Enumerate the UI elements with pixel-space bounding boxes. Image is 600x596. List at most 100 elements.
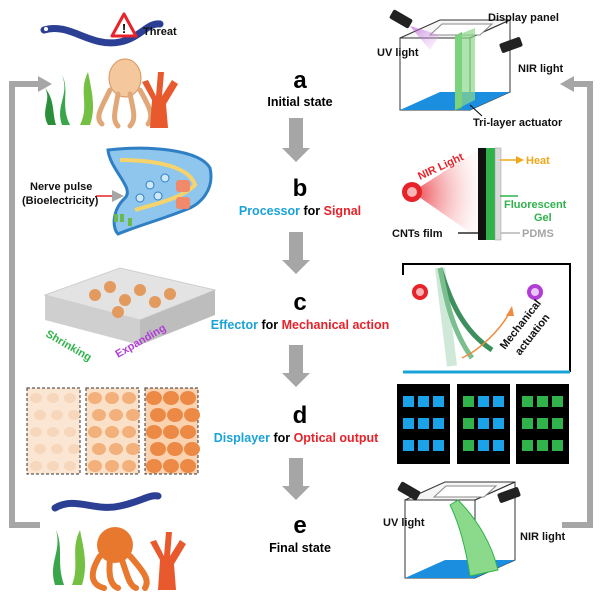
arrow-d-e: [282, 458, 310, 500]
tile-pattern-dot: [34, 444, 46, 454]
display-panel-label: Display panel: [488, 12, 559, 24]
tile-pattern-dot: [150, 442, 166, 456]
tile-pattern-dot: [30, 427, 42, 437]
display-pixel: [478, 418, 489, 429]
tile-pattern-dot: [146, 425, 162, 439]
step-c: c Effector for Mechanical action: [211, 289, 390, 332]
right-c-scene: Mechanical actuation: [402, 263, 571, 374]
display-pixel: [522, 396, 533, 407]
left-loop-arrow: [9, 76, 52, 528]
fluorescent-gel-layer: [486, 148, 495, 240]
left-d-scene: [26, 387, 200, 475]
display-pixel: [463, 440, 474, 451]
nir-light-final-label: NIR light: [520, 531, 566, 543]
tile-pattern-dot: [47, 393, 59, 403]
pdms-layer: [494, 147, 502, 241]
step-d-letter: d: [293, 402, 308, 429]
tile-pattern-dot: [51, 444, 63, 454]
gel-label: Gel: [534, 212, 552, 224]
step-c-title: Effector for Mechanical action: [211, 318, 390, 332]
display-pixel: [493, 440, 504, 451]
tile-pattern-dot: [64, 461, 76, 471]
display-pixel: [493, 396, 504, 407]
tile-pattern-dot: [88, 392, 102, 404]
flashlight-right-icon: [499, 37, 523, 53]
nir-bulb-c-icon: [412, 284, 428, 300]
left-a-scene: ! Threat: [40, 12, 178, 129]
step-e-letter: e: [293, 512, 306, 539]
uv-light-label: UV light: [377, 47, 419, 59]
step-d-title-suffix: Optical output: [294, 431, 380, 445]
tile-pattern-dot: [34, 410, 46, 420]
tile-pattern-dot: [109, 443, 123, 455]
tile-pattern-dot: [68, 410, 80, 420]
right-e-scene: UV light NIR light: [383, 481, 566, 579]
display-pixel: [433, 440, 444, 451]
arrow-c-d: [282, 345, 310, 387]
step-c-title-mid: for: [258, 318, 282, 332]
display-pixel: [478, 396, 489, 407]
step-a: a Initial state: [267, 67, 332, 109]
right-a-scene: Display panel UV light NIR light Tri-lay…: [377, 9, 564, 129]
tile-pattern-dot: [167, 408, 183, 422]
display-panel-grid-final: [432, 485, 498, 498]
nir-light-cone: [412, 150, 478, 238]
tile-pattern-dot: [122, 392, 136, 404]
display-pixel: [433, 418, 444, 429]
flashlight-left-final-icon: [397, 481, 421, 501]
left-c-scene: Shrinking Expanding: [43, 267, 217, 364]
tile-pattern-dot: [122, 426, 136, 438]
display-pixel: [463, 418, 474, 429]
display-pixel: [403, 440, 414, 451]
display-pixel: [478, 440, 489, 451]
flashlight-left-icon: [389, 9, 413, 29]
display-pixel: [418, 418, 429, 429]
gel-block-front: [45, 295, 140, 345]
arrow-a-b: [282, 118, 310, 162]
tile-pattern-dot: [88, 460, 102, 472]
step-d-title-prefix: Displayer: [214, 431, 270, 445]
tile-pattern-dot: [92, 443, 106, 455]
display-pixel: [537, 418, 548, 429]
tile-pattern-dot: [180, 425, 196, 439]
step-e: e Final state: [269, 512, 331, 555]
display-pixel: [522, 440, 533, 451]
tile-pattern-dot: [180, 391, 196, 405]
tile-pattern-dot: [105, 460, 119, 472]
tile-pattern-dot: [150, 408, 166, 422]
display-pixel: [463, 396, 474, 407]
tile-pattern-dot: [30, 461, 42, 471]
step-b-title-prefix: Processor: [239, 204, 300, 218]
step-b-title: Processor for Signal: [239, 204, 361, 218]
nir-bulb-icon: [402, 182, 422, 202]
octopus-illustration-final: [89, 527, 150, 591]
tile-pattern-dot: [163, 425, 179, 439]
tile-pattern-dot: [126, 409, 140, 421]
tile-pattern-dot: [64, 427, 76, 437]
pdms-label: PDMS: [522, 228, 554, 240]
actuator-frame: [402, 263, 571, 372]
step-d-title: Displayer for Optical output: [214, 431, 379, 445]
fluorescent-label: Fluorescent: [504, 199, 567, 211]
heat-label: Heat: [526, 155, 550, 167]
right-d-scene: [397, 384, 569, 464]
display-pixel: [537, 440, 548, 451]
step-d: d Displayer for Optical output: [214, 402, 379, 445]
tile-pattern-dot: [167, 442, 183, 456]
display-pixel: [552, 440, 563, 451]
nerve-pulse-label: Nerve pulse: [30, 181, 92, 193]
actuator-green-bent: [449, 499, 499, 577]
cube-base-blue-final: [405, 560, 515, 578]
left-e-scene: [51, 492, 186, 591]
left-b-scene: Nerve pulse (Bioelectricity): [22, 146, 213, 236]
tile-pattern-dot: [163, 391, 179, 405]
tile-pattern-dot: [126, 443, 140, 455]
tile-pattern-dot: [47, 461, 59, 471]
step-c-title-prefix: Effector: [211, 318, 258, 332]
actuation-arrow: [461, 311, 511, 359]
svg-text:!: !: [122, 21, 126, 36]
gel-block-side: [140, 290, 215, 345]
step-arrows: [282, 118, 310, 500]
display-pixel: [403, 396, 414, 407]
